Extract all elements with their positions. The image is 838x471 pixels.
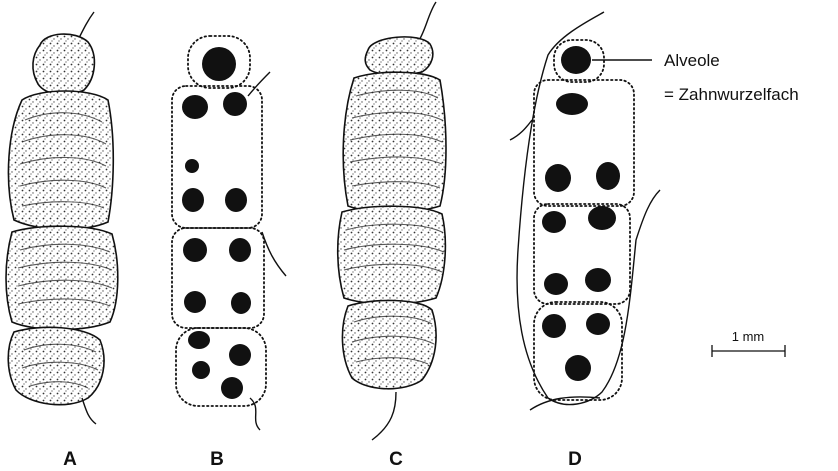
alveole xyxy=(221,377,243,399)
tooth-crown xyxy=(33,34,94,95)
alveole xyxy=(544,273,568,295)
scale-bar-label: 1 mm xyxy=(732,329,765,344)
alveole xyxy=(223,92,247,116)
tooth-crown xyxy=(365,37,433,75)
alveole xyxy=(565,355,591,381)
alveole xyxy=(596,162,620,190)
alveole xyxy=(556,93,588,115)
alveole xyxy=(561,46,591,74)
alveole xyxy=(542,211,566,233)
alveole xyxy=(182,95,208,119)
panel-label-d: D xyxy=(568,449,582,470)
panel-a-teeth xyxy=(6,12,118,424)
annotation-alveole: Alveole xyxy=(664,51,720,70)
alveole xyxy=(183,238,207,262)
tooth-crown xyxy=(342,300,436,388)
tooth-crown xyxy=(338,206,446,304)
alveole xyxy=(229,344,251,366)
panel-d-alveoli xyxy=(510,12,660,410)
alveole xyxy=(231,292,251,314)
alveole xyxy=(225,188,247,212)
panel-b-alveoli xyxy=(172,36,286,430)
scale-bar: 1 mm xyxy=(712,329,785,357)
alveole xyxy=(188,331,210,349)
panel-label-c: C xyxy=(389,449,403,470)
panel-label-b: B xyxy=(210,449,224,470)
tooth-crown xyxy=(8,91,113,229)
alveole xyxy=(588,206,616,230)
alveole xyxy=(192,361,210,379)
alveole xyxy=(545,164,571,192)
tooth-crown xyxy=(6,226,118,329)
panel-label-a: A xyxy=(63,449,77,470)
alveole xyxy=(202,47,236,81)
alveole xyxy=(182,188,204,212)
tooth-crown xyxy=(343,72,446,212)
alveole xyxy=(184,291,206,313)
alveole xyxy=(185,159,199,173)
alveole xyxy=(586,313,610,335)
alveole xyxy=(542,314,566,338)
panel-c-teeth xyxy=(338,2,446,440)
alveole xyxy=(585,268,611,292)
alveole xyxy=(229,238,251,262)
annotation-zahnwurzelfach: = Zahnwurzelfach xyxy=(664,85,799,104)
